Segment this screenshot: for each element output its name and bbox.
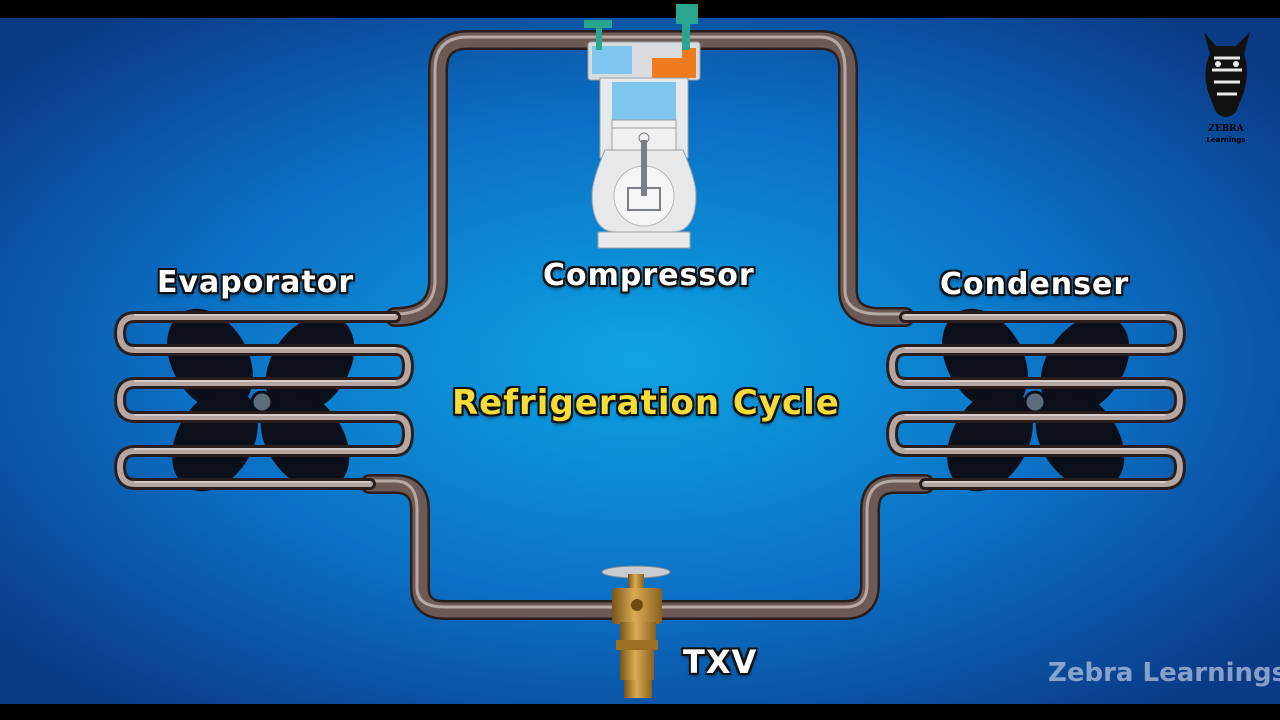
expansion-valve-icon: [601, 565, 671, 698]
diagram-title: Refrigeration Cycle: [452, 383, 840, 423]
logo-wordmark: ZEBRA: [1208, 124, 1244, 134]
txv-label: TXV: [683, 643, 758, 681]
condenser-unit: [886, 308, 1186, 492]
watermark: Zebra Learnings: [1048, 658, 1280, 688]
condenser-label: Condenser: [940, 267, 1130, 302]
compressor-label: Compressor: [543, 258, 755, 293]
compressor-icon: [584, 4, 701, 249]
zebra-head-icon: [1204, 32, 1250, 117]
logo-subtitle: Learnings: [1206, 136, 1246, 144]
evaporator-unit: [114, 308, 414, 492]
evaporator-label: Evaporator: [157, 265, 355, 300]
